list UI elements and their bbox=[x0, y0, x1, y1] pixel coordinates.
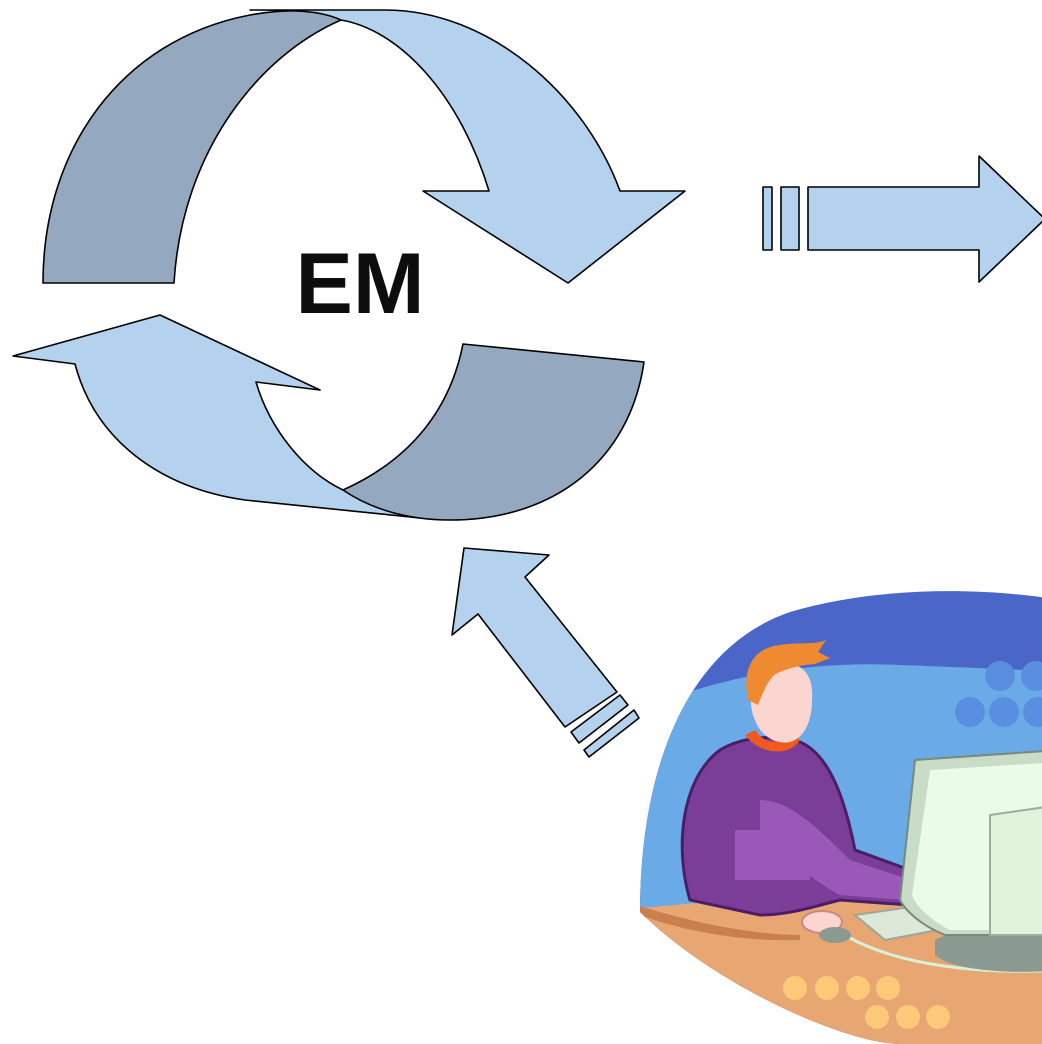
input-arrow-body bbox=[451, 547, 618, 728]
clipart-mouse bbox=[819, 927, 851, 943]
cycle-bottom-arrow-back-band bbox=[342, 343, 645, 521]
cycle-top-arrow-front-band bbox=[249, 9, 686, 284]
clipart-person-shirt-panel bbox=[735, 830, 810, 880]
output-arrow-stripe-2 bbox=[780, 186, 800, 251]
clipart-person-collar bbox=[745, 730, 800, 752]
clipart-desk-edge bbox=[640, 906, 800, 941]
clipart-person-arm bbox=[760, 800, 905, 900]
output-arrow-body bbox=[807, 155, 1042, 283]
clipart-monitor-front bbox=[912, 762, 1042, 930]
clipart-monitor-side bbox=[989, 803, 1042, 936]
clipart-person-at-computer bbox=[640, 591, 1042, 1044]
clipart-person-hair bbox=[746, 640, 830, 705]
clipart-dots-blue bbox=[955, 661, 1042, 727]
input-arrow-from-user bbox=[451, 547, 640, 758]
clipart-monitor-base bbox=[935, 927, 1042, 972]
center-label: EM bbox=[296, 236, 425, 332]
output-arrow-right bbox=[762, 155, 1042, 283]
input-arrow-stripe-1 bbox=[570, 694, 629, 744]
clipart-dots-orange bbox=[783, 976, 950, 1029]
output-arrow-stripe-1 bbox=[762, 186, 773, 251]
input-arrow-stripe-2 bbox=[583, 709, 640, 758]
cycle-arrows: EM bbox=[12, 9, 686, 521]
